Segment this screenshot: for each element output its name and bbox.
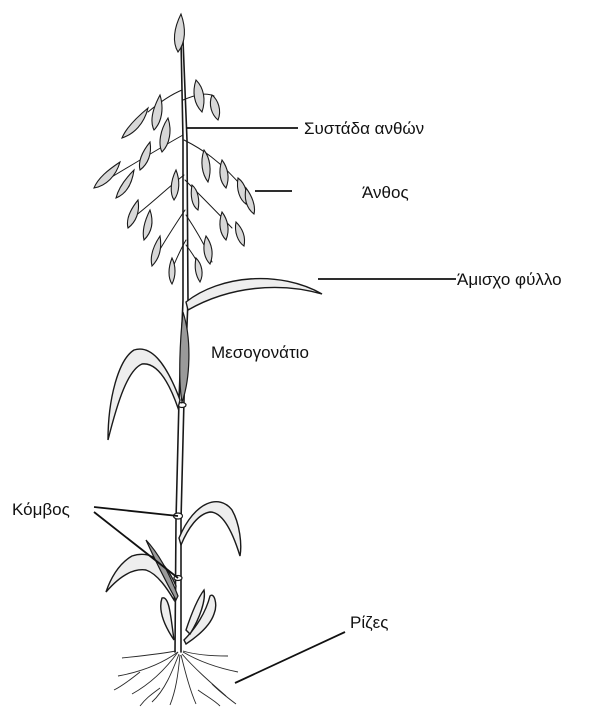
labels: Συστάδα ανθών Άνθος Άμισχο φύλλο Μεσογον… [12,119,562,632]
label-flag-leaf: Άμισχο φύλλο [457,270,562,289]
label-roots: Ρίζες [350,613,388,632]
label-flower: Άνθος [362,183,409,202]
roots-drawing [114,651,238,706]
label-panicle: Συστάδα ανθών [304,119,424,138]
leader-lines [94,128,456,683]
leaves-drawing [106,279,322,644]
panicle-drawing [94,14,255,284]
label-internode: Μεσογονάτιο [211,343,309,362]
label-node: Κόμβος [12,500,70,519]
